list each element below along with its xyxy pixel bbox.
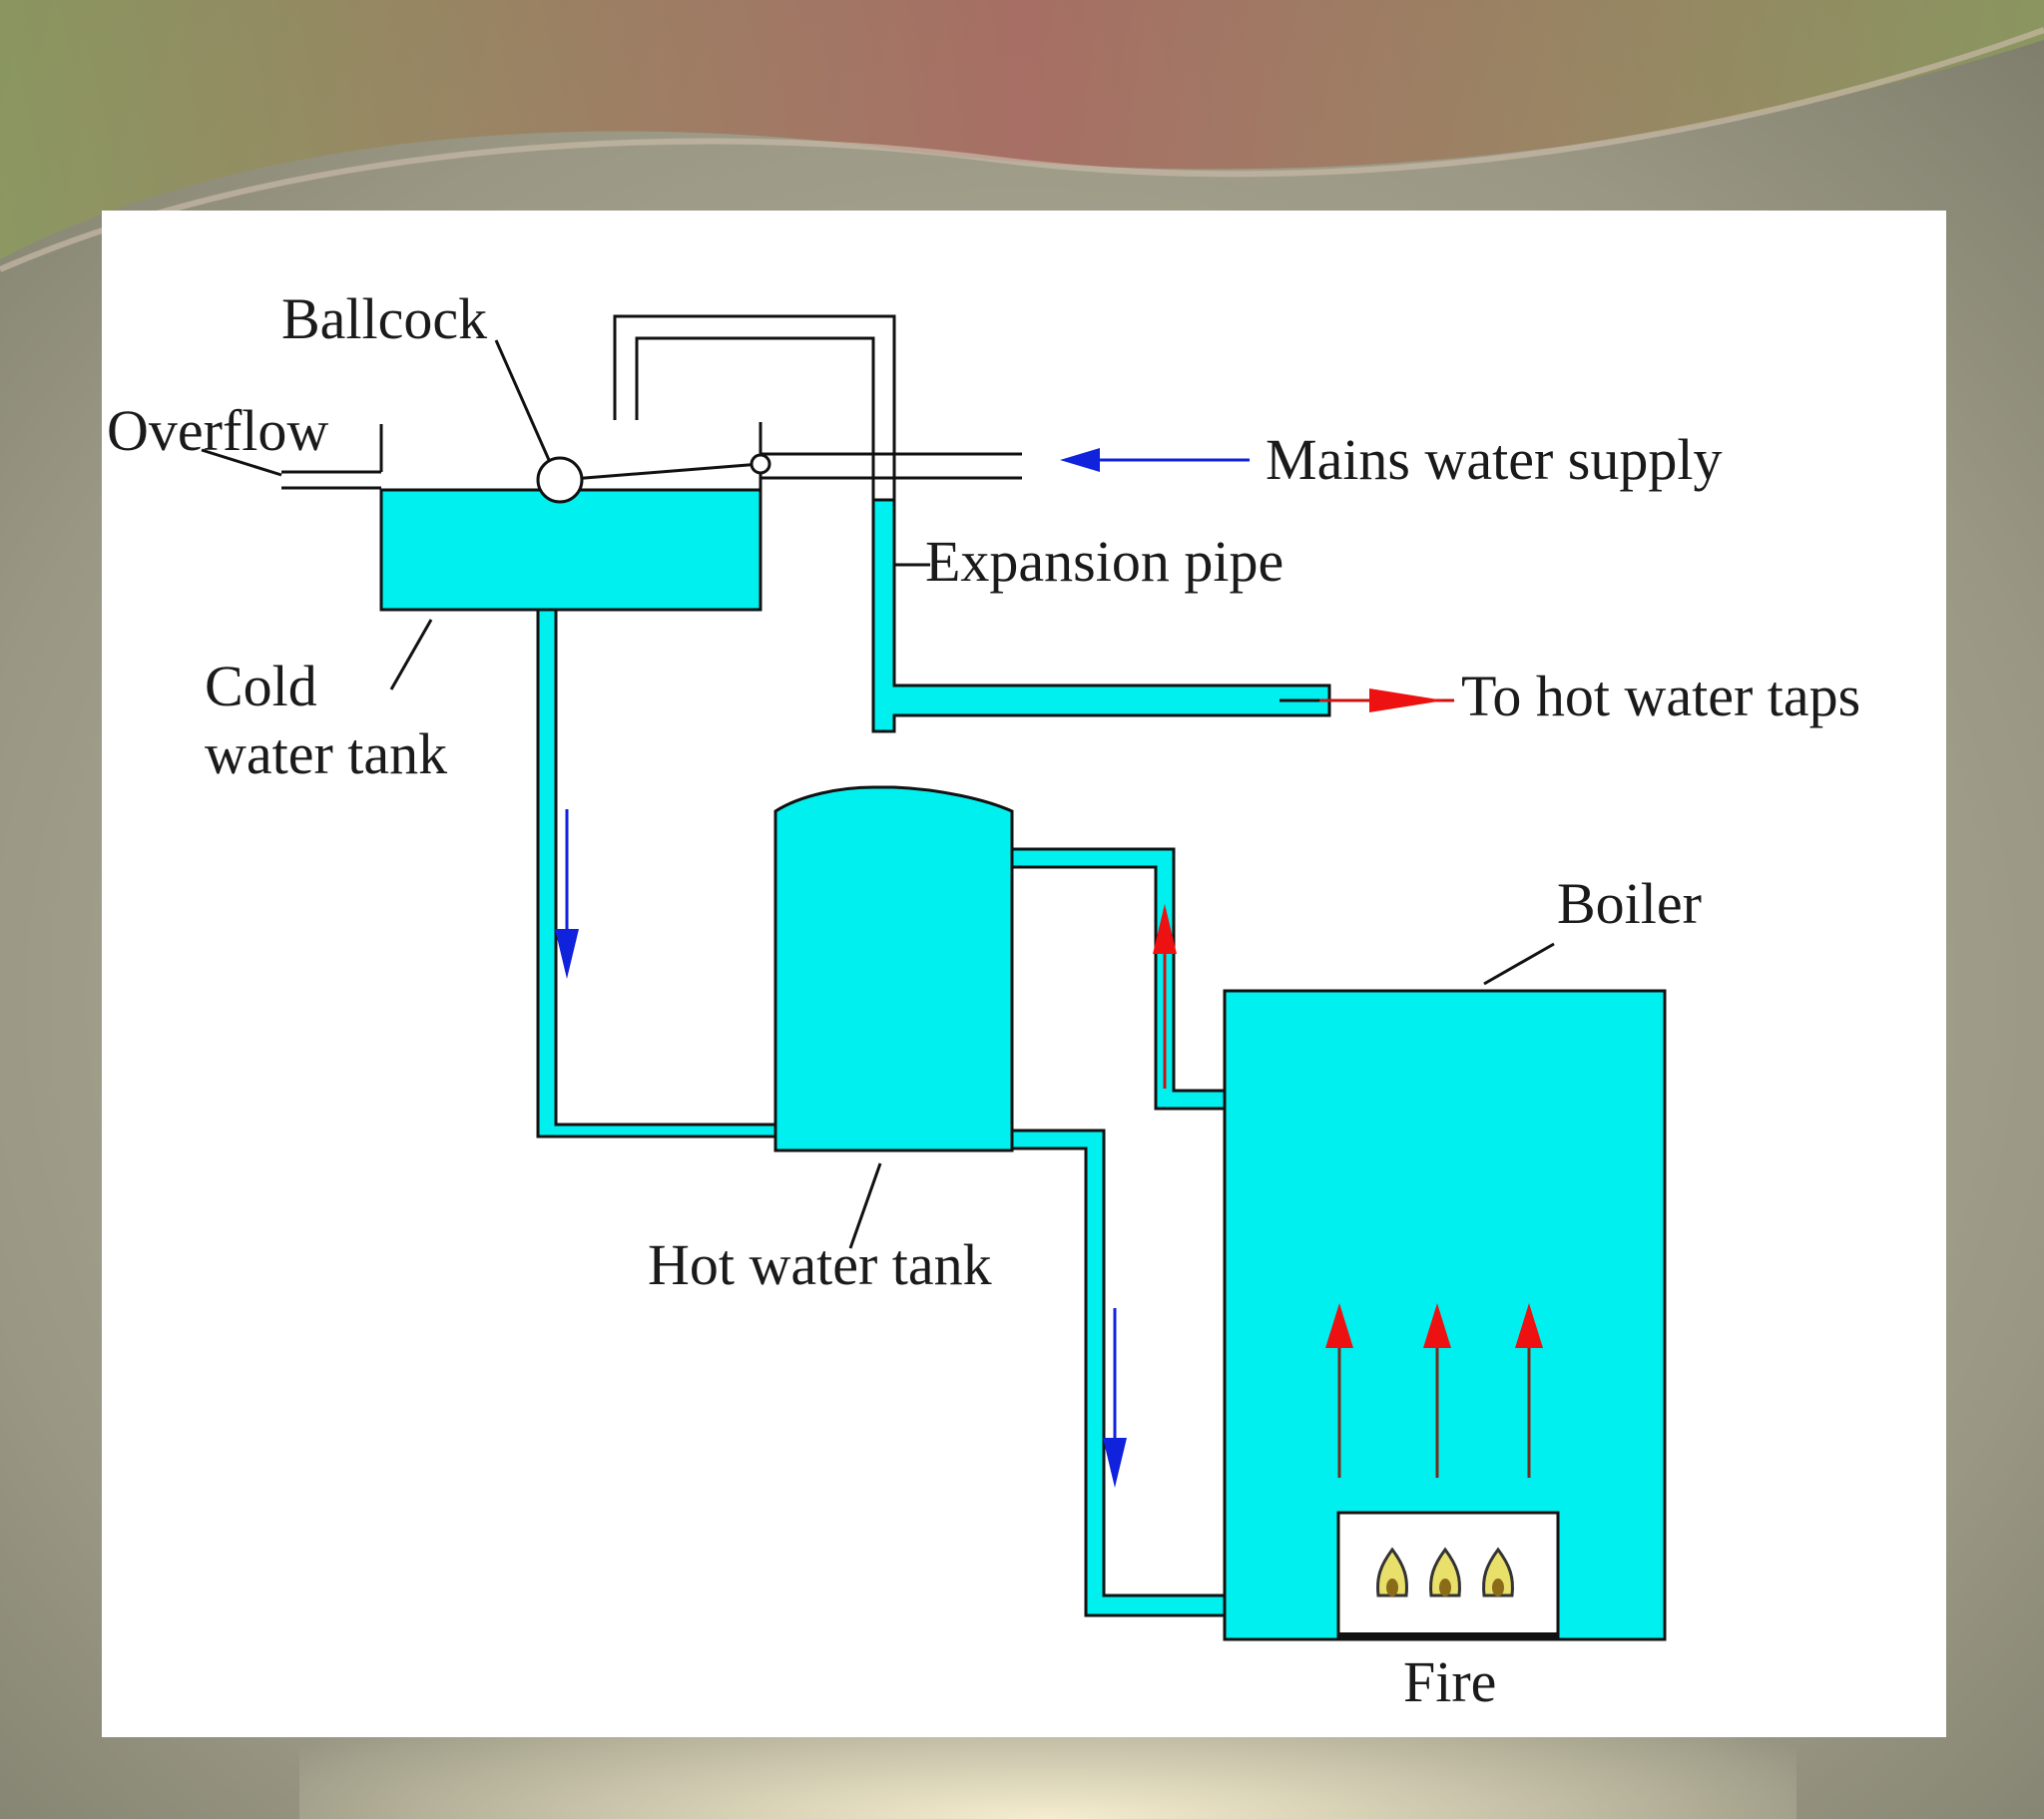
to-hot-water-taps-label: To hot water taps [1461,664,1861,728]
hot-tank-leader [848,1162,882,1249]
top-wave-highlight [0,27,2044,272]
hot-water-tank-label: Hot water tank [648,1232,992,1297]
ballcock-label: Ballcock [281,286,488,351]
boiler-label: Boiler [1557,871,1702,936]
expansion-pipe-label: Expansion pipe [925,529,1284,594]
taps-arrow-icon [1319,688,1454,712]
vent-pipe-inner [635,336,875,500]
mains-arrow-icon [1060,448,1250,472]
cold-feed-pipe [536,608,777,1138]
boiler-return-pipe [1010,1129,1227,1617]
heat-arrow-icon [1423,1303,1451,1478]
boiler-body [1223,989,1667,1641]
fire-label: Fire [1403,1649,1497,1714]
overflow-leader [201,448,282,477]
overflow-pipe [281,470,381,490]
flame-icon [1429,1547,1461,1597]
overflow-label: Overflow [107,398,329,463]
cold-water-tank-label-line2: water tank [205,721,448,786]
cold-tank-leader [389,619,433,690]
heat-arrow-icon [1325,1303,1353,1478]
hot-water-tank [773,785,1014,1152]
diagram-panel: Ballcock Overflow Mains water supply Exp… [102,211,1946,1737]
hot-water-system-diagram [201,314,1667,1641]
flame-icon [1482,1547,1514,1597]
cold-water-tank-label-line1: Cold [205,654,317,718]
mains-valve [750,453,771,475]
expansion-pipe [871,498,1331,733]
mains-water-supply-label: Mains water supply [1266,427,1723,492]
ballcock-arm [559,462,762,482]
cold-water-tank [379,488,763,612]
heat-arrow-icon [1515,1303,1543,1478]
hot-flow-arrow-icon [1153,904,1177,1089]
boiler-leader [1483,942,1555,986]
boiler-flow-pipe [1010,847,1227,1111]
cold-flow-arrow-icon [555,809,579,979]
vent-pipe-outer [613,314,896,500]
ballcock-leader [494,339,551,461]
flame-icon [1376,1547,1408,1597]
return-flow-arrow-icon [1103,1308,1127,1488]
top-wave-decoration [0,0,2044,259]
mains-pipe [761,452,1022,480]
ballcock-float [536,456,584,504]
